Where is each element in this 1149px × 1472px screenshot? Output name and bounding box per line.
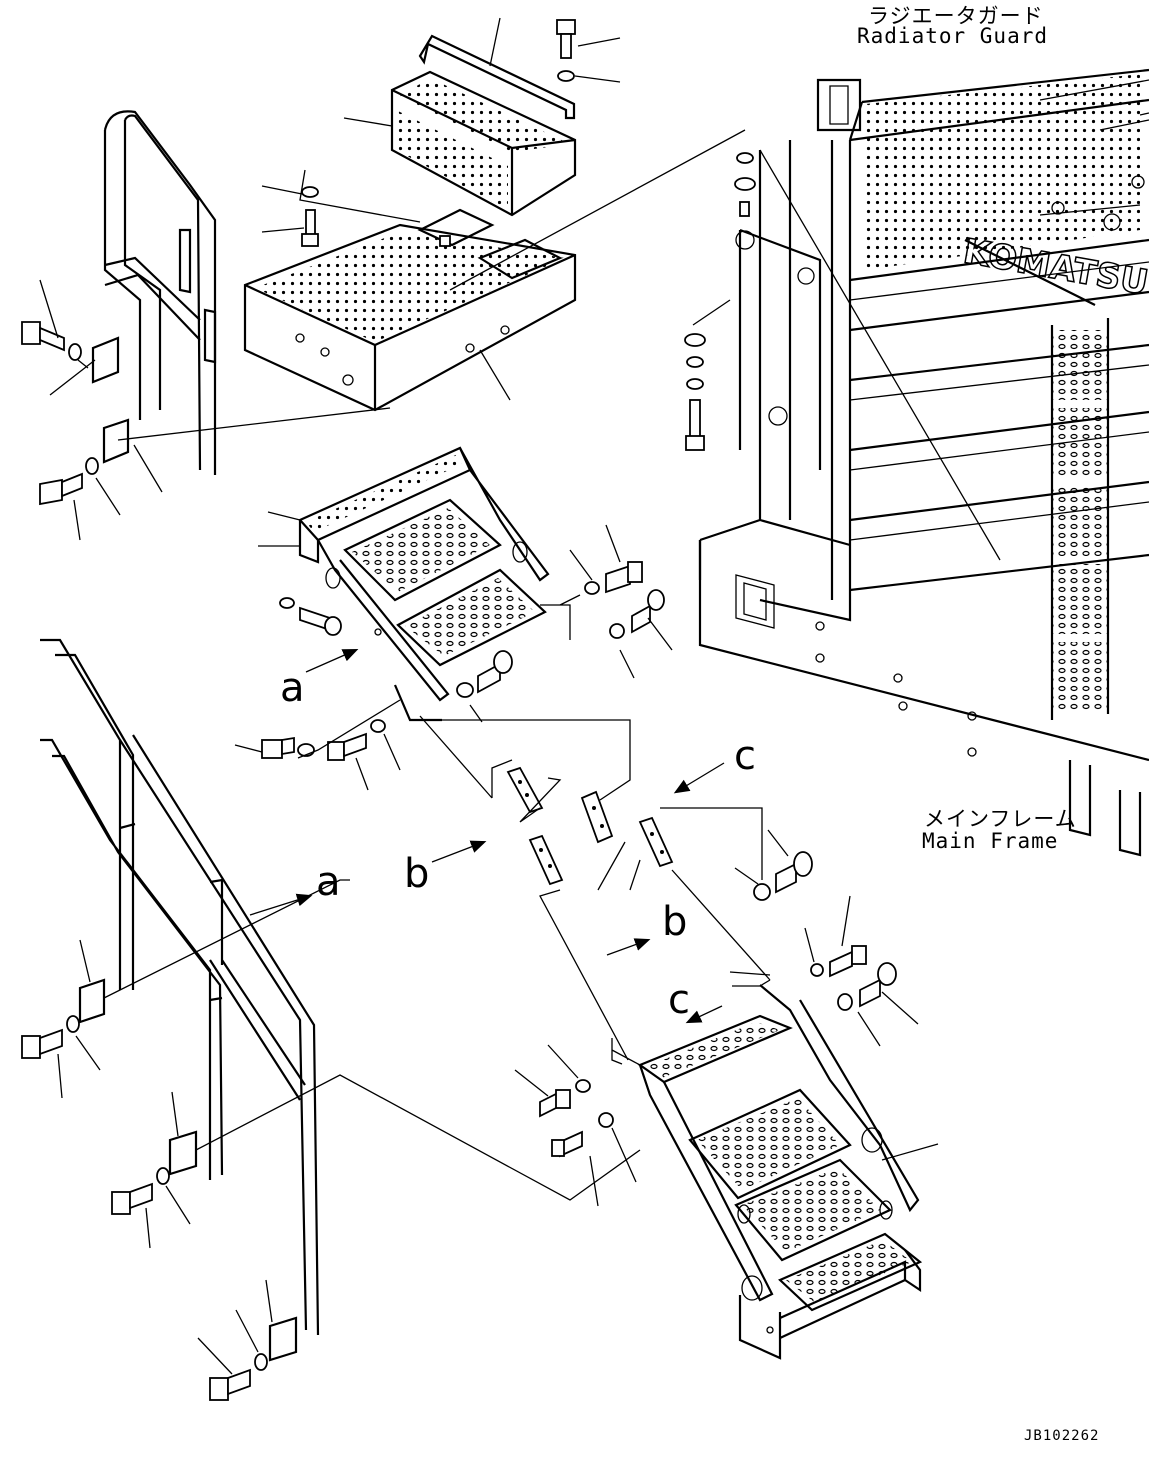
lower-step-assembly [611,971,939,1360]
upper-step-assembly [258,446,550,722]
callout-a-lower: a [316,859,341,905]
main-frame-label-en: Main Frame [922,829,1059,853]
top-bolts [261,19,621,247]
callout-arrows [249,648,725,1024]
upper-step-fasteners [234,524,673,791]
drawing-code: JB102262 [1024,1428,1100,1444]
radiator-guard-label-jp: ラジエータガード [868,4,1044,28]
top-cover [343,70,577,217]
connector-plates [419,715,771,1061]
top-cover-bracket [418,17,576,120]
callout-c-lower: c [668,977,690,1023]
radiator-mount-fasteners [449,129,1001,561]
callout-c-upper: c [734,733,756,779]
main-frame [698,140,1149,857]
lower-handrail [40,638,320,1336]
lower-step-fasteners [514,829,919,1207]
main-frame-label-jp: メインフレーム [924,807,1077,831]
callout-b-lower: b [662,899,688,945]
upper-handrail [103,110,217,475]
radiator-guard: KOMATSU [816,68,1149,720]
handrail-brackets-upper [21,279,391,541]
radiator-guard-label-en: Radiator Guard [857,24,1049,48]
battery-box [243,169,577,412]
callout-b-upper: b [404,851,430,897]
handrail-brackets-lower [21,879,641,1401]
radiator-grille-slots [1050,318,1110,720]
callout-a-upper: a [280,665,305,711]
radiator-guard-leaders [1039,79,1149,131]
